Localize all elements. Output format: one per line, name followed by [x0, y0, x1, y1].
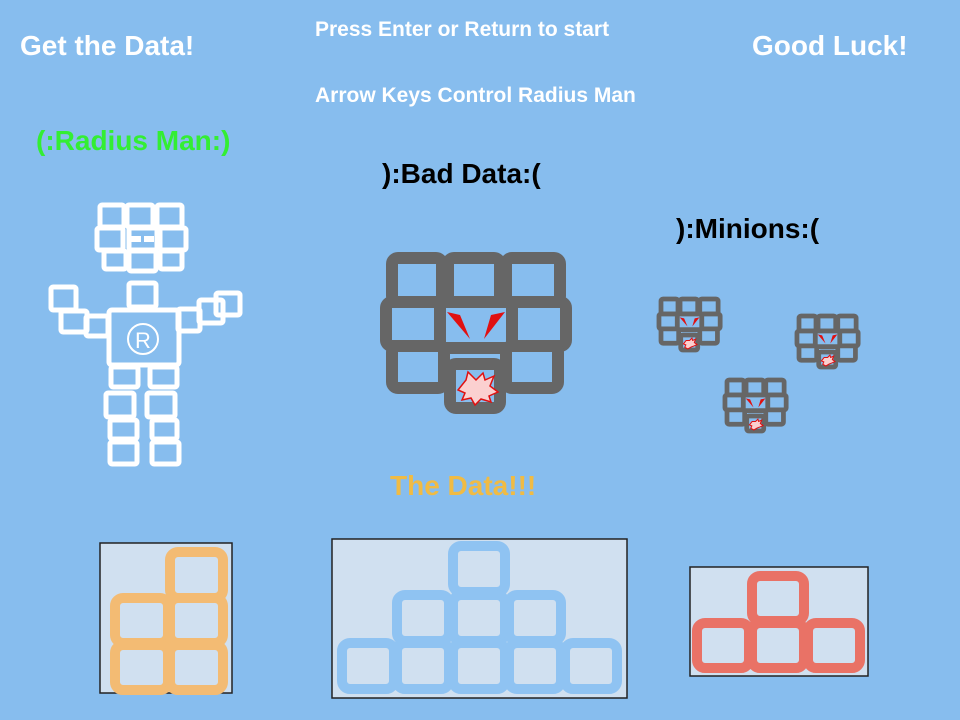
- bad-data-mouth: [456, 370, 500, 407]
- bad-data-left-eye: [447, 312, 470, 339]
- minion-sprite: [794, 313, 861, 370]
- hero-emblem: R: [135, 328, 151, 353]
- controls-hint: Arrow Keys Control Radius Man: [315, 84, 636, 107]
- good-luck-text: Good Luck!: [752, 30, 908, 61]
- start-hint: Press Enter or Return to start: [315, 18, 610, 41]
- data-panel-orange: [99, 542, 233, 695]
- radius-man-label: (:Radius Man:): [36, 125, 231, 156]
- data-panel-red: [689, 566, 869, 677]
- the-data-label: The Data!!!: [390, 470, 537, 501]
- radius-man-sprite: [48, 202, 243, 467]
- hero-left-eye: [131, 236, 141, 242]
- minion-sprite: [656, 296, 723, 353]
- minions-label: ):Minions:(: [676, 213, 820, 244]
- hero-right-eye: [144, 236, 154, 242]
- bad-data-right-eye: [484, 312, 505, 339]
- minion-sprite: [722, 377, 789, 434]
- get-the-data-text: Get the Data!: [20, 30, 195, 61]
- hero-emblem-ring: [127, 323, 159, 355]
- bad-data-label: ):Bad Data:(: [382, 158, 541, 189]
- data-panel-blue: [331, 538, 628, 699]
- bad-data-sprite: [380, 252, 572, 414]
